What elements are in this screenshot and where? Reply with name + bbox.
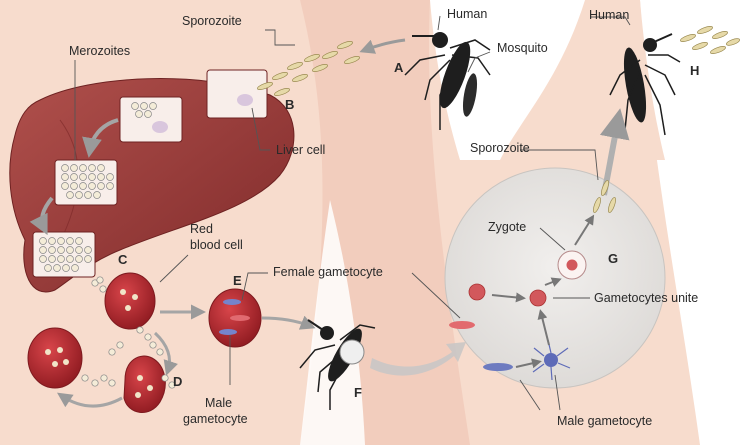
label-gametocytes-unite: Gametocytes unite	[594, 291, 698, 305]
mosquito-f	[299, 319, 376, 410]
label-mosquito: Mosquito	[497, 41, 548, 55]
red-blood-cell-c	[104, 272, 156, 330]
label-male-gametocyte-right: Male gametocyte	[557, 414, 652, 428]
liver-cell-mid	[119, 96, 183, 143]
leader-lines	[74, 15, 631, 411]
mosquito-h	[609, 33, 681, 136]
sporozoites-h	[680, 26, 740, 54]
label-red-blood-cell-line2: blood cell	[190, 238, 243, 252]
arrow-zygote-to-sporozoites	[574, 214, 595, 246]
label-sporozoite-circle: Sporozoite	[470, 141, 530, 155]
arrow-unite-to-zygote	[544, 277, 562, 287]
red-blood-cell-e	[208, 288, 262, 348]
red-blood-cell-d	[123, 355, 166, 413]
red-blood-cell-left	[27, 327, 83, 389]
stage-a: A	[394, 60, 404, 75]
stage-c: C	[118, 252, 128, 267]
arrow-female-to-unite	[491, 292, 526, 303]
sporozoites-circle	[593, 180, 616, 213]
mosquito-a	[404, 32, 491, 130]
liver-cell-c	[32, 231, 96, 278]
stage-b: B	[285, 97, 294, 112]
stage-e: E	[233, 273, 242, 288]
male-gametocyte-circle	[483, 339, 571, 381]
label-female-gametocyte: Female gametocyte	[273, 265, 383, 279]
liver-cell-merozoites	[54, 159, 118, 206]
sporozoites-stream	[257, 41, 360, 96]
label-liver-cell: Liver cell	[276, 143, 325, 157]
liver-arrows	[29, 118, 119, 236]
female-gametocyte-circle	[449, 283, 486, 329]
label-male-gametocyte-left-line1: Male	[205, 396, 232, 410]
label-merozoites: Merozoites	[69, 44, 130, 58]
stage-h: H	[690, 63, 699, 78]
label-human-right: Human	[589, 8, 629, 22]
label-red-blood-cell-line1: Red	[190, 222, 213, 236]
arrow-exflag-to-unite	[537, 309, 550, 346]
arrow-male-to-exflag	[515, 358, 542, 369]
stage-f: F	[354, 385, 362, 400]
blood-cycle-arrows	[57, 304, 316, 408]
stage-d: D	[173, 374, 182, 389]
label-sporozoite-top: Sporozoite	[182, 14, 242, 28]
merozoite-beads	[81, 276, 176, 389]
label-zygote: Zygote	[488, 220, 526, 234]
label-human-left: Human	[447, 7, 487, 21]
label-male-gametocyte-left-line2: gametocyte	[183, 412, 248, 426]
stage-g: G	[608, 251, 618, 266]
arrow-mosquito-to-sporozoites	[359, 38, 406, 54]
liver-cell-b	[206, 69, 268, 119]
gametocytes-unite	[529, 289, 547, 307]
zygote	[557, 250, 587, 280]
arrow-f-to-circle	[370, 342, 466, 376]
